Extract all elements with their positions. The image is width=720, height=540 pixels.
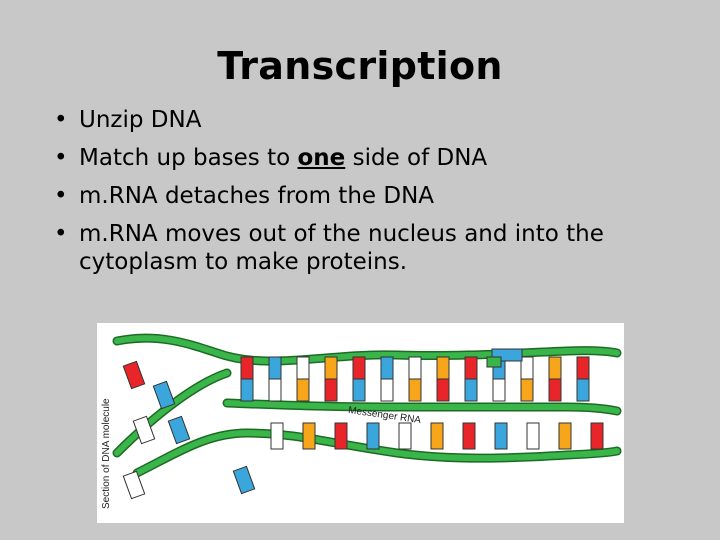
base-mrna [436,378,450,402]
free-nucleotide [122,360,146,390]
base-lower [270,422,284,450]
free-nucleotide [232,465,256,495]
base-top [436,356,450,380]
base-top [296,356,310,380]
base-lower [494,422,508,450]
base-lower [462,422,476,450]
free-nucleotide [167,415,191,445]
base-mrna [380,378,394,402]
dna-crossing-strand [114,370,230,456]
base-top [464,356,478,380]
free-nucleotide-sugar [486,356,502,368]
base-lower [590,422,604,450]
bullet-text: Unzip DNA [79,107,202,133]
dna-diagram [112,333,622,500]
base-mrna [576,378,590,402]
bullet-item: Unzip DNA [54,106,694,134]
base-top [324,356,338,380]
bullet-text-post: side of DNA [345,145,488,171]
free-nucleotide [152,380,176,410]
base-mrna [240,378,254,402]
base-mrna [408,378,422,402]
base-lower [302,422,316,450]
base-mrna [352,378,366,402]
bullet-item: Match up bases to one side of DNA [54,144,694,172]
base-mrna [268,378,282,402]
base-top [380,356,394,380]
base-top [576,356,590,380]
base-top [520,356,534,380]
dna-section-label: Section of DNA molecule [101,398,112,509]
bullet-text: m.RNA moves out of the nucleus and into … [79,221,604,275]
bullet-item: m.RNA moves out of the nucleus and into … [54,220,694,276]
base-mrna [324,378,338,402]
base-lower [398,422,412,450]
slide-title: Transcription [217,44,503,88]
base-top [240,356,254,380]
free-nucleotide [132,415,156,445]
bullet-list: Unzip DNA Match up bases to one side of … [54,106,694,286]
free-nucleotide [122,470,146,500]
bullet-text: m.RNA detaches from the DNA [79,183,435,209]
base-lower [334,422,348,450]
dna-transcription-figure: Section of DNA molecule Messenger RNA [97,323,624,523]
base-lower [558,422,572,450]
base-mrna [296,378,310,402]
dna-top-strand [114,335,620,365]
base-mrna [520,378,534,402]
base-top [408,356,422,380]
mrna-strand [224,400,620,414]
base-lower [366,422,380,450]
base-mrna [548,378,562,402]
bullet-text-underlined: one [297,145,346,171]
bullet-text-pre: Match up bases to [79,145,298,171]
dna-bottom-strand [134,429,620,476]
base-top [268,356,282,380]
base-mrna [464,378,478,402]
base-top [548,356,562,380]
bullet-item: m.RNA detaches from the DNA [54,182,694,210]
base-mrna [492,378,506,402]
base-top [352,356,366,380]
base-lower [430,422,444,450]
base-lower [526,422,540,450]
